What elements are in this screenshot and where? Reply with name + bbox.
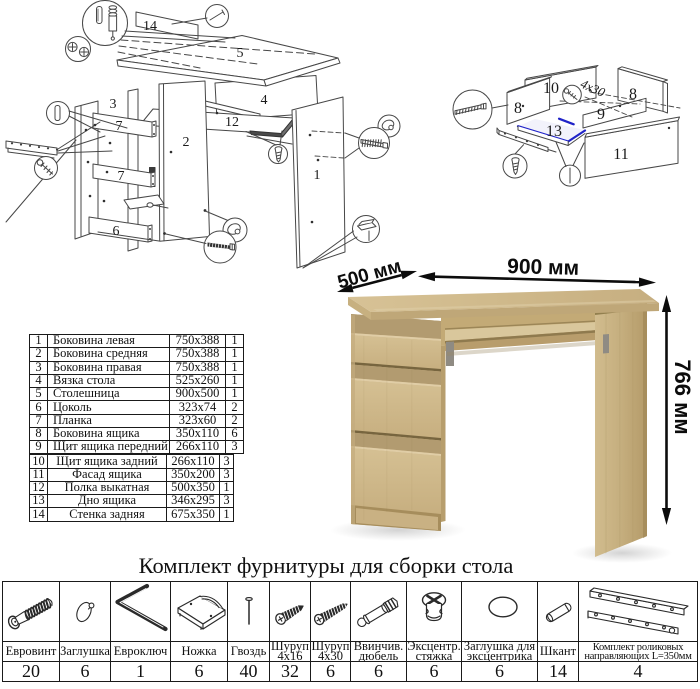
svg-text:5: 5 — [237, 46, 244, 61]
svg-text:13: 13 — [546, 123, 562, 140]
svg-text:7: 7 — [118, 169, 125, 184]
svg-text:14: 14 — [143, 19, 157, 34]
svg-text:766 мм: 766 мм — [670, 359, 695, 434]
svg-text:10: 10 — [543, 80, 559, 97]
svg-text:4: 4 — [261, 93, 268, 108]
svg-text:3: 3 — [110, 97, 117, 112]
svg-text:2: 2 — [183, 135, 190, 150]
svg-text:900 мм: 900 мм — [507, 255, 580, 280]
svg-text:12: 12 — [225, 115, 239, 130]
svg-text:7: 7 — [116, 119, 123, 134]
svg-text:8: 8 — [514, 100, 522, 117]
svg-text:6: 6 — [113, 224, 120, 239]
svg-text:500 мм: 500 мм — [335, 256, 403, 294]
svg-text:9: 9 — [597, 106, 605, 123]
svg-text:11: 11 — [613, 146, 628, 163]
svg-text:1: 1 — [314, 168, 321, 183]
svg-text:8: 8 — [629, 86, 637, 103]
